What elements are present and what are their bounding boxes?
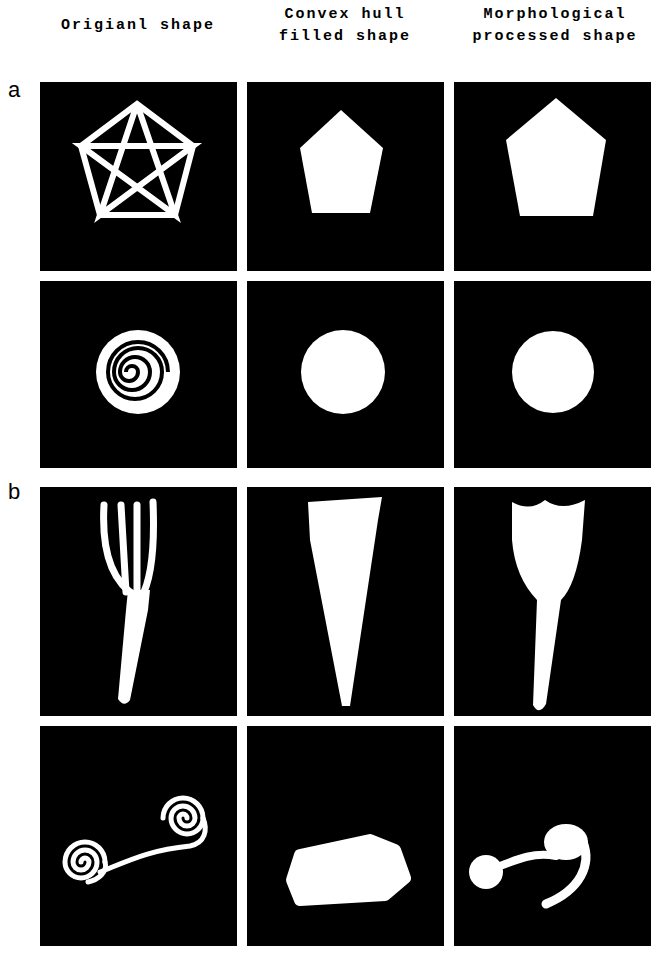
fork-handle	[118, 590, 150, 704]
image-panel	[454, 726, 651, 946]
star-lines	[81, 104, 193, 215]
image-panel	[454, 82, 651, 271]
morphological-stem	[495, 855, 556, 868]
image-panel	[454, 487, 651, 716]
column-header: Convex hull filled shape	[275, 4, 415, 48]
spiral-disc	[96, 330, 180, 414]
column-header: Morphological processed shape	[455, 4, 655, 48]
image-panel	[454, 281, 651, 468]
spiral-gap	[108, 342, 168, 399]
filled-pentagon	[506, 98, 606, 216]
pentagram-outline	[81, 104, 193, 215]
filled-circle	[512, 331, 594, 413]
fork-tine	[104, 505, 136, 596]
image-panel	[40, 726, 237, 946]
panel-letter: b	[8, 480, 20, 504]
fork-tine	[141, 502, 154, 598]
morphological-hook	[546, 842, 586, 904]
fork-tines	[104, 502, 154, 598]
fork-tine	[121, 505, 126, 592]
convex-hull-blob	[292, 840, 405, 900]
convex-hull-wedge	[308, 497, 382, 706]
image-panel	[247, 487, 444, 716]
double-spiral	[65, 798, 205, 882]
column-header: Origianl shape	[38, 15, 238, 37]
morphological-blob	[469, 855, 503, 889]
filled-circle	[301, 330, 385, 414]
image-panel	[40, 82, 237, 271]
image-panel	[247, 82, 444, 271]
image-panel	[40, 281, 237, 468]
filled-pentagon	[300, 110, 383, 213]
morphological-fork	[512, 500, 585, 710]
spiral-curl	[163, 798, 203, 834]
spiral-stem	[88, 818, 205, 882]
fork-tine	[134, 505, 141, 596]
panel-group	[40, 82, 651, 946]
image-panel	[40, 487, 237, 716]
pentagon-outline	[81, 104, 193, 215]
image-panel	[247, 726, 444, 946]
panel-letter: a	[8, 78, 20, 102]
image-panel	[247, 281, 444, 468]
